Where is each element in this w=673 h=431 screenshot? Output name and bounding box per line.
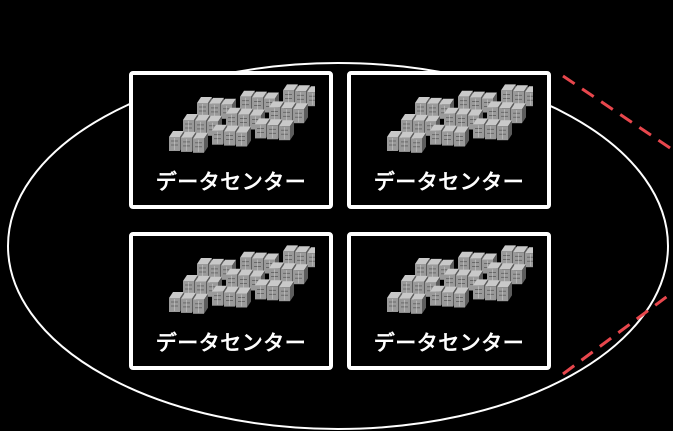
server-rack: [411, 133, 426, 153]
data-center-box-4: データセンター: [347, 232, 551, 370]
server-racks-icon: [155, 83, 315, 171]
data-center-label: データセンター: [133, 166, 329, 196]
server-rack: [193, 294, 208, 314]
server-racks-icon: [155, 244, 315, 332]
server-rack: [236, 127, 251, 147]
data-center-box-3: データセンター: [129, 232, 333, 370]
server-rack: [193, 133, 208, 153]
data-center-box-2: データセンター: [347, 71, 551, 209]
server-racks-icon: [373, 244, 533, 332]
server-rack: [511, 264, 526, 284]
data-center-box-1: データセンター: [129, 71, 333, 209]
data-center-label: データセンター: [133, 327, 329, 357]
server-rack: [454, 127, 469, 147]
server-rack: [236, 288, 251, 308]
server-rack: [279, 120, 294, 140]
server-rack: [497, 281, 512, 301]
callout-dashed-line-upper: [563, 76, 673, 150]
server-rack: [511, 103, 526, 123]
region-boundary-ellipse: [8, 63, 668, 429]
server-rack: [279, 281, 294, 301]
data-center-label: データセンター: [351, 166, 547, 196]
data-center-label: データセンター: [351, 327, 547, 357]
server-rack: [293, 103, 308, 123]
server-rack: [497, 120, 512, 140]
callout-dashed-line-lower: [563, 292, 673, 374]
server-rack: [293, 264, 308, 284]
server-rack: [454, 288, 469, 308]
server-racks-icon: [373, 83, 533, 171]
server-rack: [411, 294, 426, 314]
